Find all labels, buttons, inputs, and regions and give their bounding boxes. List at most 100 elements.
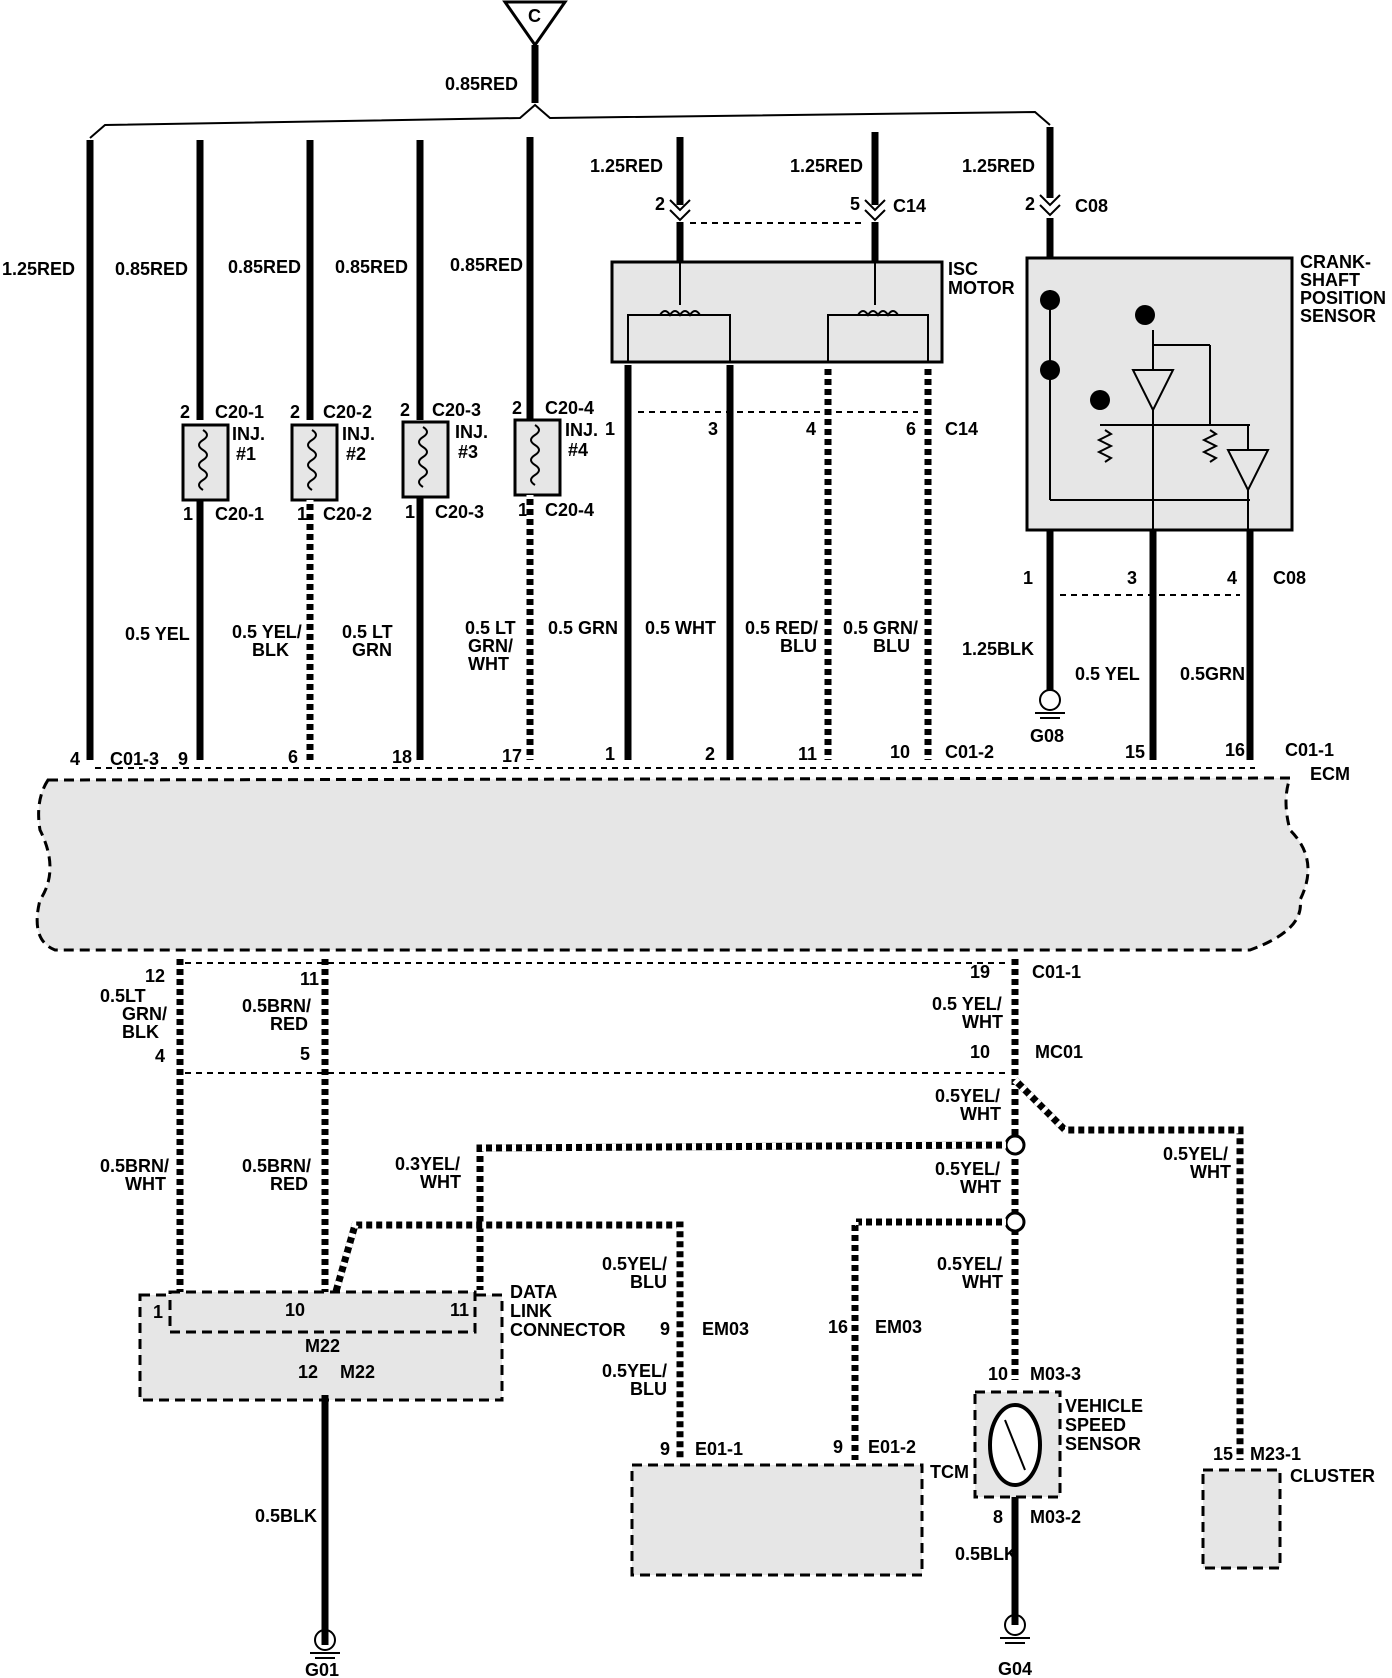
svg-text:6: 6 [906,419,916,439]
svg-text:#4: #4 [568,440,588,460]
svg-text:POSITION: POSITION [1300,288,1386,308]
svg-text:1: 1 [153,1302,163,1322]
svg-text:12: 12 [298,1362,318,1382]
svg-text:C20-1: C20-1 [215,402,264,422]
svg-text:16: 16 [1225,740,1245,760]
svg-text:#2: #2 [346,444,366,464]
svg-text:EM03: EM03 [702,1319,749,1339]
svg-text:0.5BLK: 0.5BLK [955,1544,1017,1564]
svg-text:0.5YEL/: 0.5YEL/ [935,1086,1000,1106]
svg-text:1: 1 [605,419,615,439]
svg-text:0.5BLK: 0.5BLK [255,1506,317,1526]
svg-text:3: 3 [1127,568,1137,588]
vehicle-speed-sensor: VEHICLE SPEED SENSOR [973,1390,1143,1499]
svg-text:C01-2: C01-2 [945,742,994,762]
svg-text:1: 1 [605,744,615,764]
svg-text:10: 10 [890,742,910,762]
svg-text:C20-3: C20-3 [435,502,484,522]
svg-text:BLK: BLK [122,1022,159,1042]
svg-text:0.5 YEL/: 0.5 YEL/ [932,994,1002,1014]
svg-text:1: 1 [297,504,307,524]
svg-text:GRN/: GRN/ [468,636,513,656]
svg-text:10: 10 [970,1042,990,1062]
svg-text:15: 15 [1125,742,1145,762]
svg-text:4: 4 [70,749,80,769]
svg-text:G04: G04 [998,1659,1032,1678]
svg-text:WHT: WHT [962,1272,1003,1292]
svg-text:WHT: WHT [468,654,509,674]
svg-text:SENSOR: SENSOR [1300,306,1376,326]
svg-text:WHT: WHT [960,1104,1001,1124]
svg-text:5: 5 [850,194,860,214]
injector-2: 2 C20-2 INJ. #2 1 C20-2 [290,402,375,524]
svg-text:9: 9 [833,1437,843,1457]
svg-text:LINK: LINK [510,1301,552,1321]
svg-text:G01: G01 [305,1660,339,1678]
svg-text:11: 11 [450,1300,469,1320]
svg-text:C08: C08 [1273,568,1306,588]
svg-text:8: 8 [993,1507,1003,1527]
svg-text:GRN/: GRN/ [122,1004,167,1024]
svg-text:1.25RED: 1.25RED [790,156,863,176]
svg-text:C20-2: C20-2 [323,402,372,422]
svg-text:C01-1: C01-1 [1032,962,1081,982]
svg-text:0.5 LT: 0.5 LT [465,618,516,638]
svg-text:#1: #1 [236,444,256,464]
svg-text:0.5 YEL/: 0.5 YEL/ [232,622,302,642]
svg-text:ECM: ECM [1310,764,1350,784]
ground-g01: G01 [305,1629,340,1678]
svg-text:3: 3 [708,419,718,439]
injector-3: 2 C20-3 INJ. #3 1 C20-3 [400,400,488,522]
svg-text:RED: RED [270,1014,308,1034]
svg-text:MC01: MC01 [1035,1042,1083,1062]
svg-text:0.5BRN/: 0.5BRN/ [242,1156,311,1176]
svg-text:10: 10 [988,1364,1008,1384]
svg-text:12: 12 [145,966,165,986]
svg-text:C20-4: C20-4 [545,398,594,418]
svg-text:9: 9 [660,1439,670,1459]
svg-text:BLU: BLU [630,1272,667,1292]
tcm-module: 9 E01-1 9 E01-2 TCM [630,1437,969,1577]
svg-text:E01-2: E01-2 [868,1437,916,1457]
injector-4: 2 C20-4 INJ. #4 1 C20-4 [512,398,598,520]
data-link-connector: 1 10 11 M22 12 M22 DATA LINK CONNECTOR [138,1282,626,1402]
svg-text:ISC: ISC [948,259,978,279]
svg-text:0.5GRN: 0.5GRN [1180,664,1245,684]
svg-text:0.5 GRN/: 0.5 GRN/ [843,618,918,638]
svg-text:WHT: WHT [1190,1162,1231,1182]
svg-text:2: 2 [512,398,522,418]
svg-text:SHAFT: SHAFT [1300,270,1360,290]
svg-text:RED: RED [270,1174,308,1194]
branch-wire-5: 0.85RED [450,255,523,275]
svg-text:0.5YEL/: 0.5YEL/ [602,1361,667,1381]
svg-text:17: 17 [502,746,522,766]
svg-text:WHT: WHT [962,1012,1003,1032]
svg-text:VEHICLE: VEHICLE [1065,1396,1143,1416]
svg-text:C20-2: C20-2 [323,504,372,524]
svg-text:C20-4: C20-4 [545,500,594,520]
svg-text:EM03: EM03 [875,1317,922,1337]
svg-text:0.5BRN/: 0.5BRN/ [242,996,311,1016]
svg-text:4: 4 [806,419,816,439]
svg-text:0.5LT: 0.5LT [100,986,146,1006]
svg-text:2: 2 [180,402,190,422]
svg-text:0.5 GRN: 0.5 GRN [548,618,618,638]
main-feed-label: 0.85RED [445,74,518,94]
instrument-cluster: 15 M23-1 CLUSTER [1201,1444,1375,1570]
crankshaft-position-sensor: CRANK- SHAFT POSITION SENSOR [1025,252,1386,535]
svg-text:2: 2 [655,194,665,214]
svg-text:0.5 LT: 0.5 LT [342,622,393,642]
svg-text:WHT: WHT [125,1174,166,1194]
svg-text:16: 16 [828,1317,848,1337]
svg-text:M03-2: M03-2 [1030,1507,1081,1527]
svg-text:BLK: BLK [252,640,289,660]
ground-g04: G04 [998,1614,1032,1678]
svg-text:0.5YEL/: 0.5YEL/ [602,1254,667,1274]
svg-text:11: 11 [798,744,817,764]
svg-text:0.3YEL/: 0.3YEL/ [395,1154,460,1174]
svg-text:0.5 RED/: 0.5 RED/ [745,618,818,638]
svg-text:CRANK-: CRANK- [1300,252,1371,272]
svg-text:1: 1 [183,504,193,524]
svg-text:1: 1 [405,502,415,522]
svg-text:2: 2 [1025,194,1035,214]
